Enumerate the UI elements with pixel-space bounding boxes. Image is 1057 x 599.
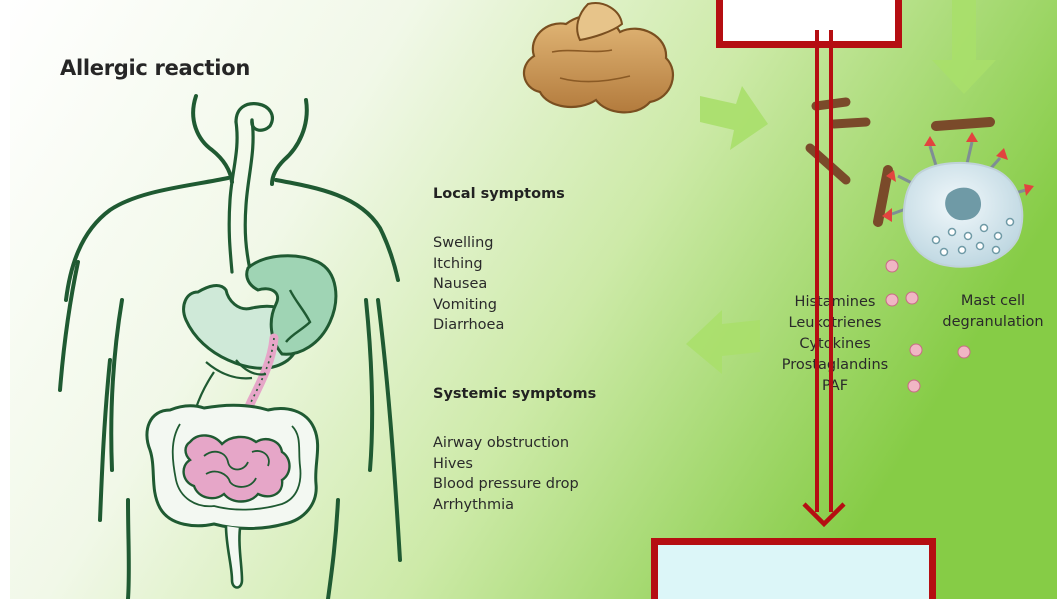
systemic-symptom: Arrhythmia <box>433 495 579 516</box>
mast-cell-label: Mast cell degranulation <box>928 291 1057 333</box>
local-symptom: Diarrhoea <box>433 315 504 336</box>
mediators-list: Histamines Leukotrienes Cytokines Prosta… <box>760 292 910 397</box>
local-symptoms-heading: Local symptoms <box>433 186 565 202</box>
mast-cell-label-line: Mast cell <box>928 291 1057 312</box>
local-symptom: Itching <box>433 254 504 275</box>
local-symptom: Nausea <box>433 274 504 295</box>
systemic-symptom: Hives <box>433 454 579 475</box>
nucleus <box>945 188 981 221</box>
mediator-label: Histamines <box>760 292 910 313</box>
systemic-symptom: Blood pressure drop <box>433 474 579 495</box>
small-intestine <box>184 435 290 501</box>
local-symptom: Vomiting <box>433 295 504 316</box>
bottom-empty-box <box>651 538 936 599</box>
local-symptom: Swelling <box>433 233 504 254</box>
diagram-title: Allergic reaction <box>60 56 250 80</box>
mast-cell-label-line: degranulation <box>928 312 1057 333</box>
left-leg-outline <box>128 500 129 599</box>
local-symptoms-list: Swelling Itching Nausea Vomiting Diarrho… <box>433 233 504 336</box>
mediator-label: Prostaglandins <box>760 355 910 376</box>
systemic-symptoms-heading: Systemic symptoms <box>433 386 596 402</box>
top-empty-box <box>716 0 902 48</box>
mediator-label: PAF <box>760 376 910 397</box>
mediator-label: Cytokines <box>760 334 910 355</box>
left-border-strip <box>0 0 10 599</box>
systemic-symptoms-list: Airway obstruction Hives Blood pressure … <box>433 433 579 515</box>
systemic-symptom: Airway obstruction <box>433 433 579 454</box>
mediator-label: Leukotrienes <box>760 313 910 334</box>
